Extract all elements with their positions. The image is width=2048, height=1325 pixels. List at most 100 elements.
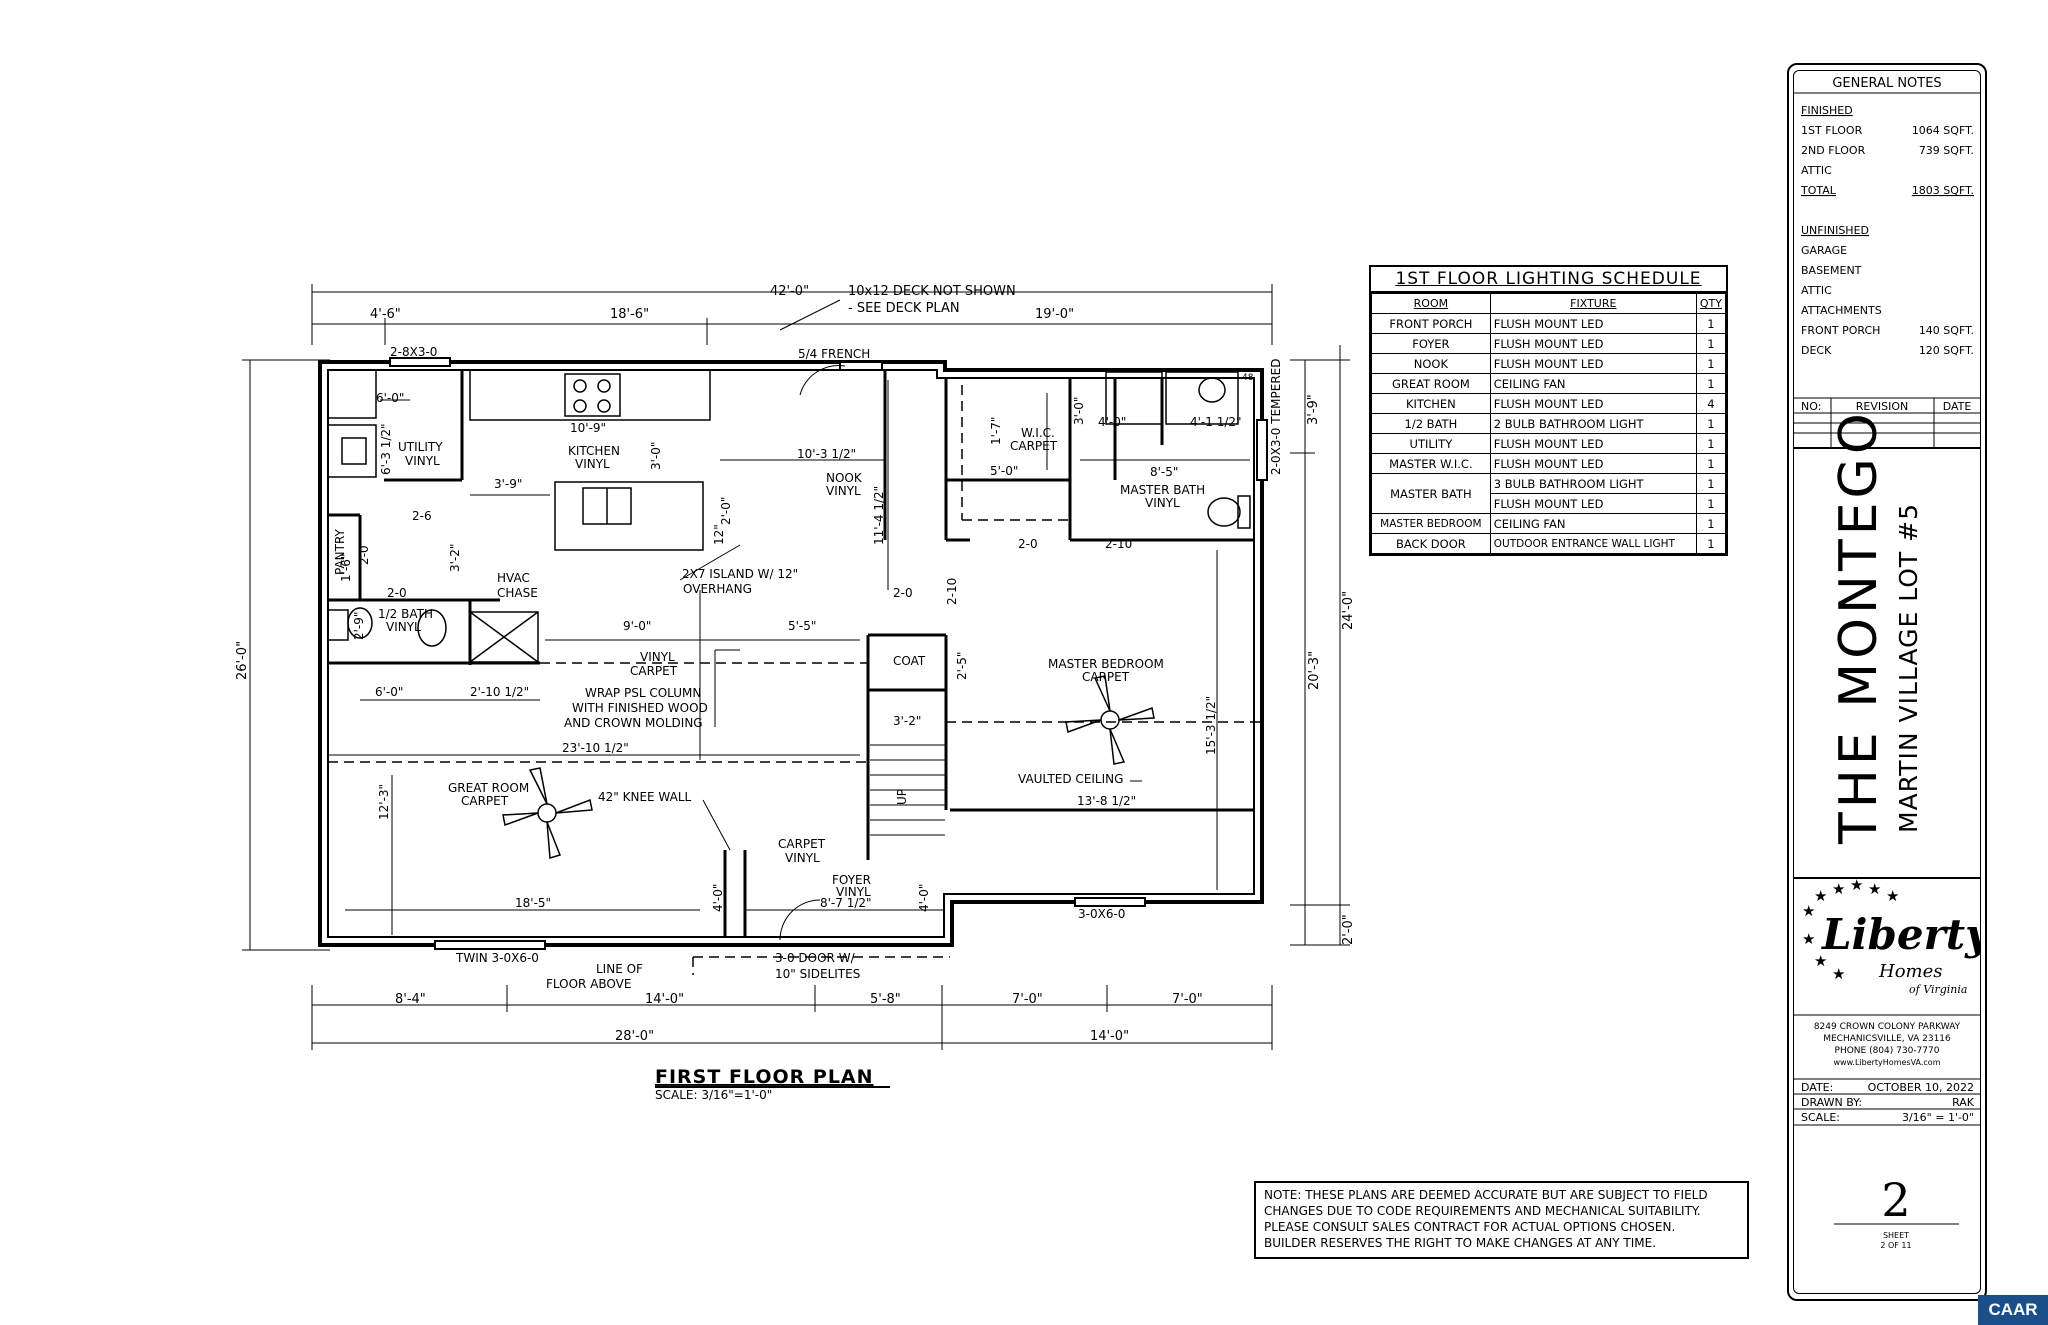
company-logo-virginia: of Virginia xyxy=(1909,983,1967,996)
dim-i15: 2'-0" xyxy=(719,497,733,525)
dim-i17: 2-0 xyxy=(357,545,371,565)
schedule-title: 1ST FLOOR LIGHTING SCHEDULE xyxy=(1371,267,1726,293)
cell-room: MASTER BATH xyxy=(1371,473,1491,514)
room-vinyl: VINYL xyxy=(785,851,820,865)
cell-qty: 1 xyxy=(1695,413,1727,434)
cell-fixture: FLUSH MOUNT LED xyxy=(1489,433,1697,454)
disclaimer-line: CHANGES DUE TO CODE REQUIREMENTS AND MEC… xyxy=(1264,1204,1701,1218)
cell-room: MASTER W.I.C. xyxy=(1371,453,1491,474)
finished-row-label: 2ND FLOOR xyxy=(1801,144,1866,157)
sheet-label: SHEET xyxy=(1883,1231,1909,1240)
finished-heading: FINISHED xyxy=(1801,104,1853,117)
company-logo-homes: Homes xyxy=(1878,961,1943,982)
dim-bottom-2: 14'-0" xyxy=(645,992,684,1007)
room-foyer: FOYER xyxy=(832,873,871,887)
address-line-1: 8249 CROWN COLONY PARKWAY xyxy=(1814,1022,1961,1032)
note-vaulted: VAULTED CEILING xyxy=(1018,772,1123,786)
cell-qty: 1 xyxy=(1695,433,1727,454)
address-phone: PHONE (804) 730-7770 xyxy=(1835,1046,1940,1056)
unfinished-heading: UNFINISHED xyxy=(1801,224,1869,237)
dim-i37: 8'-7 1/2" xyxy=(820,896,872,910)
caar-watermark: CAAR xyxy=(1978,1295,2048,1325)
dim-bottom-3: 5'-8" xyxy=(870,992,901,1007)
cell-qty: 1 xyxy=(1695,373,1727,394)
dim-right-4: 2'-0" xyxy=(1341,914,1356,945)
finished-row-label: TOTAL xyxy=(1800,184,1837,197)
note-line-of-1: LINE OF xyxy=(596,962,643,976)
svg-text:★: ★ xyxy=(1850,876,1863,894)
finished-row-label: ATTIC xyxy=(1801,164,1832,177)
dim-i3: 10'-9" xyxy=(570,421,606,435)
disclaimer-note: NOTE: THESE PLANS ARE DEEMED ACCURATE BU… xyxy=(1254,1181,1749,1259)
schedule-header-qty: QTY xyxy=(1695,293,1727,314)
dim-bottom-total-1: 28'-0" xyxy=(615,1029,654,1044)
dim-i36: 4'-0" xyxy=(711,884,725,912)
dim-i41: 48 xyxy=(1242,373,1254,383)
room-carpet: CARPET xyxy=(778,837,826,851)
note-hvac-2: CHASE xyxy=(497,586,538,600)
window-label-1: 2-8X3-0 xyxy=(390,345,437,359)
cell-qty: 1 xyxy=(1695,493,1727,514)
room-utility-floor: VINYL xyxy=(405,454,440,468)
project-lot: MARTIN VILLAGE LOT #5 xyxy=(1894,503,1923,833)
schedule-header-room: ROOM xyxy=(1371,293,1491,314)
unfinished-row-label: BASEMENT xyxy=(1801,264,1862,277)
sheet-number: 2 xyxy=(1881,1173,1910,1227)
dim-i32: 15'-3 1/2" xyxy=(1204,696,1218,755)
drawn-by-value: RAK xyxy=(1952,1096,1975,1109)
cell-qty: 1 xyxy=(1695,473,1727,494)
finished-row-value: 1803 SQFT. xyxy=(1912,184,1974,197)
cell-room: GREAT ROOM xyxy=(1371,373,1491,394)
dim-i35: 18'-5" xyxy=(515,896,551,910)
sheet-of: 2 OF 11 xyxy=(1880,1241,1911,1250)
dim-top-2: 18'-6" xyxy=(610,307,649,322)
dim-i34: 12'-3" xyxy=(377,784,391,820)
disclaimer-line: BUILDER RESERVES THE RIGHT TO MAKE CHANG… xyxy=(1264,1236,1657,1250)
unfinished-row-label: ATTACHMENTS xyxy=(1801,304,1882,317)
cell-room: MASTER BEDROOM xyxy=(1371,513,1491,534)
unfinished-row-value: 120 SQFT. xyxy=(1919,344,1974,357)
dim-top-total: 42'-0" xyxy=(770,284,809,299)
dim-right-1: 3'-9" xyxy=(1306,394,1321,425)
dim-bottom-1: 8'-4" xyxy=(395,992,426,1007)
cell-qty: 4 xyxy=(1695,393,1727,414)
dim-i12: 3'-9" xyxy=(494,477,522,491)
general-notes-title: GENERAL NOTES xyxy=(1832,76,1941,91)
dim-top-3: 19'-0" xyxy=(1035,307,1074,322)
cell-room: FOYER xyxy=(1371,333,1491,354)
room-kitchen-floor: VINYL xyxy=(575,457,610,471)
dim-i25: 5'-5" xyxy=(788,619,816,633)
svg-text:★: ★ xyxy=(1814,887,1827,905)
cell-fixture: FLUSH MOUNT LED xyxy=(1489,393,1697,414)
door-label-1: 3-0 DOOR W/ xyxy=(775,951,856,965)
dim-right-3: 24'-0" xyxy=(1341,591,1356,630)
note-island-1: 2X7 ISLAND W/ 12" xyxy=(682,567,798,581)
unfinished-row-value: 140 SQFT. xyxy=(1919,324,1974,337)
room-foyer-floor: VINYL xyxy=(836,885,871,899)
cell-room: FRONT PORCH xyxy=(1371,313,1491,334)
finished-row-value: 1064 SQFT. xyxy=(1912,124,1974,137)
title-block-drawing: GENERAL NOTES FINISHED 1ST FLOOR 1064 SQ… xyxy=(1794,76,1980,1250)
unfinished-row-label: GARAGE xyxy=(1801,244,1847,257)
note-island-2: OVERHANG xyxy=(683,582,752,596)
svg-text:★: ★ xyxy=(1802,930,1815,948)
cell-fixture: FLUSH MOUNT LED xyxy=(1489,313,1697,334)
schedule-header-fixture: FIXTURE xyxy=(1489,293,1697,314)
window-label-french: 5/4 FRENCH xyxy=(798,347,870,361)
room-half-bath-floor: VINYL xyxy=(386,620,421,634)
dim-i10: 4'-1 1/2" xyxy=(1190,415,1242,429)
dim-i6: 1'-7" xyxy=(989,417,1003,445)
cell-qty: 1 xyxy=(1695,313,1727,334)
room-kitchen: KITCHEN xyxy=(568,444,620,458)
dim-i24: 9'-0" xyxy=(623,619,651,633)
dim-i23: 2-0 xyxy=(893,586,913,600)
